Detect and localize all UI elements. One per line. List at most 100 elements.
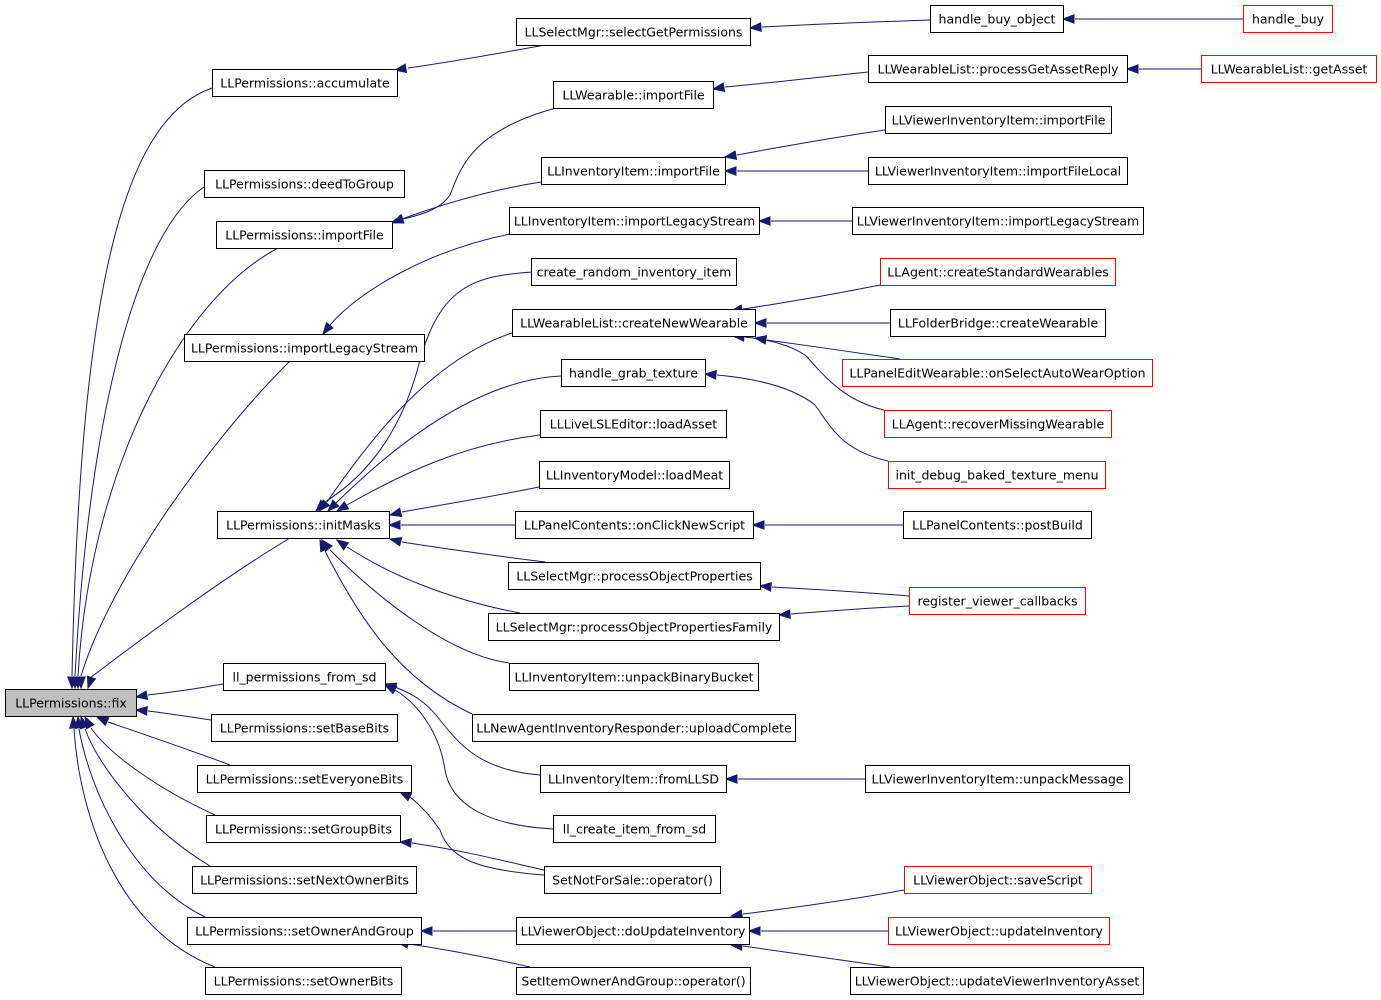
node-setOwnerBits[interactable]: LLPermissions::setOwnerBits	[205, 967, 402, 995]
node-box[interactable]	[1243, 5, 1333, 33]
node-onSelectAutoWearOption[interactable]: LLPanelEditWearable::onSelectAutoWearOpt…	[842, 359, 1153, 387]
node-box[interactable]	[888, 917, 1110, 945]
node-handle_grab_texture[interactable]: handle_grab_texture	[561, 359, 706, 387]
node-createStandardWearables[interactable]: LLAgent::createStandardWearables	[880, 258, 1116, 286]
node-box[interactable]	[516, 917, 750, 945]
node-invitem_importLegacyStream[interactable]: LLInventoryItem::importLegacyStream	[509, 207, 760, 235]
node-saveScript[interactable]: LLViewerObject::saveScript	[904, 866, 1092, 894]
node-box[interactable]	[909, 587, 1086, 615]
node-unpackBinaryBucket[interactable]: LLInventoryItem::unpackBinaryBucket	[509, 663, 759, 691]
node-postBuild[interactable]: LLPanelContents::postBuild	[903, 511, 1092, 539]
node-box[interactable]	[508, 562, 761, 590]
node-setNotForSale[interactable]: SetNotForSale::operator()	[544, 866, 721, 894]
node-handle_buy_object[interactable]: handle_buy_object	[930, 5, 1064, 33]
node-box[interactable]	[850, 967, 1144, 995]
node-setOwnerAndGroup[interactable]: LLPermissions::setOwnerAndGroup	[187, 917, 422, 945]
node-processObjectProperties[interactable]: LLSelectMgr::processObjectProperties	[508, 562, 761, 590]
node-getAsset[interactable]: LLWearableList::getAsset	[1201, 55, 1377, 83]
node-accumulate[interactable]: LLPermissions::accumulate	[212, 69, 398, 97]
node-processObjectPropertiesFamily[interactable]: LLSelectMgr::processObjectPropertiesFami…	[488, 613, 780, 641]
node-box[interactable]	[540, 410, 727, 438]
node-box[interactable]	[930, 5, 1064, 33]
node-fromLLSD[interactable]: LLInventoryItem::fromLLSD	[540, 765, 727, 793]
node-box[interactable]	[197, 765, 412, 793]
node-box[interactable]	[890, 309, 1106, 337]
node-unpackMessage[interactable]: LLViewerInventoryItem::unpackMessage	[865, 765, 1130, 793]
node-box[interactable]	[205, 967, 402, 995]
node-init_debug_baked_texture_menu[interactable]: init_debug_baked_texture_menu	[888, 461, 1106, 489]
node-create_random_inventory_item[interactable]: create_random_inventory_item	[531, 258, 737, 286]
node-box[interactable]	[192, 866, 417, 894]
node-box[interactable]	[216, 221, 393, 249]
node-liveLSL_loadAsset[interactable]: LLLiveLSLEditor::loadAsset	[540, 410, 727, 438]
node-box[interactable]	[515, 511, 754, 539]
node-setItemOwnerAndGroup[interactable]: SetItemOwnerAndGroup::operator()	[516, 967, 751, 995]
node-setGroupBits[interactable]: LLPermissions::setGroupBits	[206, 815, 401, 843]
node-box[interactable]	[509, 663, 759, 691]
node-viewerinv_importLegacyStream[interactable]: LLViewerInventoryItem::importLegacyStrea…	[852, 207, 1144, 235]
node-wearable_importFile[interactable]: LLWearable::importFile	[553, 81, 714, 109]
node-box[interactable]	[852, 207, 1144, 235]
node-box[interactable]	[868, 157, 1128, 185]
node-box[interactable]	[206, 815, 401, 843]
node-perm_importFile[interactable]: LLPermissions::importFile	[216, 221, 393, 249]
node-box[interactable]	[553, 81, 714, 109]
node-perm_importLegacyStream[interactable]: LLPermissions::importLegacyStream	[184, 334, 425, 362]
node-box[interactable]	[868, 55, 1128, 83]
node-selectGetPermissions[interactable]: LLSelectMgr::selectGetPermissions	[516, 18, 751, 46]
node-recoverMissingWearable[interactable]: LLAgent::recoverMissingWearable	[884, 410, 1112, 438]
node-handle_buy[interactable]: handle_buy	[1243, 5, 1333, 33]
node-processGetAssetReply[interactable]: LLWearableList::processGetAssetReply	[868, 55, 1128, 83]
node-loadMeat[interactable]: LLInventoryModel::loadMeat	[539, 461, 730, 489]
node-box[interactable]	[903, 511, 1092, 539]
node-doUpdateInventory[interactable]: LLViewerObject::doUpdateInventory	[516, 917, 750, 945]
node-updateViewerInventoryAsset[interactable]: LLViewerObject::updateViewerInventoryAss…	[850, 967, 1144, 995]
node-box[interactable]	[880, 258, 1116, 286]
node-ll_permissions_from_sd[interactable]: ll_permissions_from_sd	[223, 663, 386, 691]
node-box[interactable]	[187, 917, 422, 945]
node-box[interactable]	[553, 815, 716, 843]
node-createNewWearable[interactable]: LLWearableList::createNewWearable	[512, 309, 756, 337]
node-box[interactable]	[888, 461, 1106, 489]
node-deedToGroup[interactable]: LLPermissions::deedToGroup	[204, 170, 405, 198]
node-box[interactable]	[223, 663, 386, 691]
node-box[interactable]	[212, 69, 398, 97]
node-box[interactable]	[884, 410, 1112, 438]
node-updateInventory[interactable]: LLViewerObject::updateInventory	[888, 917, 1110, 945]
node-box[interactable]	[842, 359, 1153, 387]
node-box[interactable]	[540, 765, 727, 793]
node-fix[interactable]: LLPermissions::fix	[5, 689, 137, 717]
node-box[interactable]	[512, 309, 756, 337]
node-box[interactable]	[509, 207, 760, 235]
node-box[interactable]	[472, 714, 796, 742]
node-box[interactable]	[516, 967, 751, 995]
node-register_viewer_callbacks[interactable]: register_viewer_callbacks	[909, 587, 1086, 615]
node-uploadComplete[interactable]: LLNewAgentInventoryResponder::uploadComp…	[472, 714, 796, 742]
node-box[interactable]	[904, 866, 1092, 894]
node-box[interactable]	[541, 157, 726, 185]
node-setEveryoneBits[interactable]: LLPermissions::setEveryoneBits	[197, 765, 412, 793]
node-box[interactable]	[516, 18, 751, 46]
node-setNextOwnerBits[interactable]: LLPermissions::setNextOwnerBits	[192, 866, 417, 894]
node-box[interactable]	[561, 359, 706, 387]
node-box[interactable]	[885, 106, 1112, 134]
node-ll_create_item_from_sd[interactable]: ll_create_item_from_sd	[553, 815, 716, 843]
node-box[interactable]	[539, 461, 730, 489]
node-box[interactable]	[531, 258, 737, 286]
node-setBaseBits[interactable]: LLPermissions::setBaseBits	[211, 714, 398, 742]
node-box[interactable]	[865, 765, 1130, 793]
node-viewerinv_importFileLocal[interactable]: LLViewerInventoryItem::importFileLocal	[868, 157, 1128, 185]
node-initMasks[interactable]: LLPermissions::initMasks	[217, 511, 390, 539]
node-box[interactable]	[5, 689, 137, 717]
node-invitem_importFile[interactable]: LLInventoryItem::importFile	[541, 157, 726, 185]
node-viewerinv_importFile[interactable]: LLViewerInventoryItem::importFile	[885, 106, 1112, 134]
node-box[interactable]	[184, 334, 425, 362]
node-box[interactable]	[1201, 55, 1377, 83]
node-box[interactable]	[217, 511, 390, 539]
node-onClickNewScript[interactable]: LLPanelContents::onClickNewScript	[515, 511, 754, 539]
node-box[interactable]	[204, 170, 405, 198]
node-folderBridge_createWearable[interactable]: LLFolderBridge::createWearable	[890, 309, 1106, 337]
node-box[interactable]	[488, 613, 780, 641]
node-box[interactable]	[211, 714, 398, 742]
node-box[interactable]	[544, 866, 721, 894]
